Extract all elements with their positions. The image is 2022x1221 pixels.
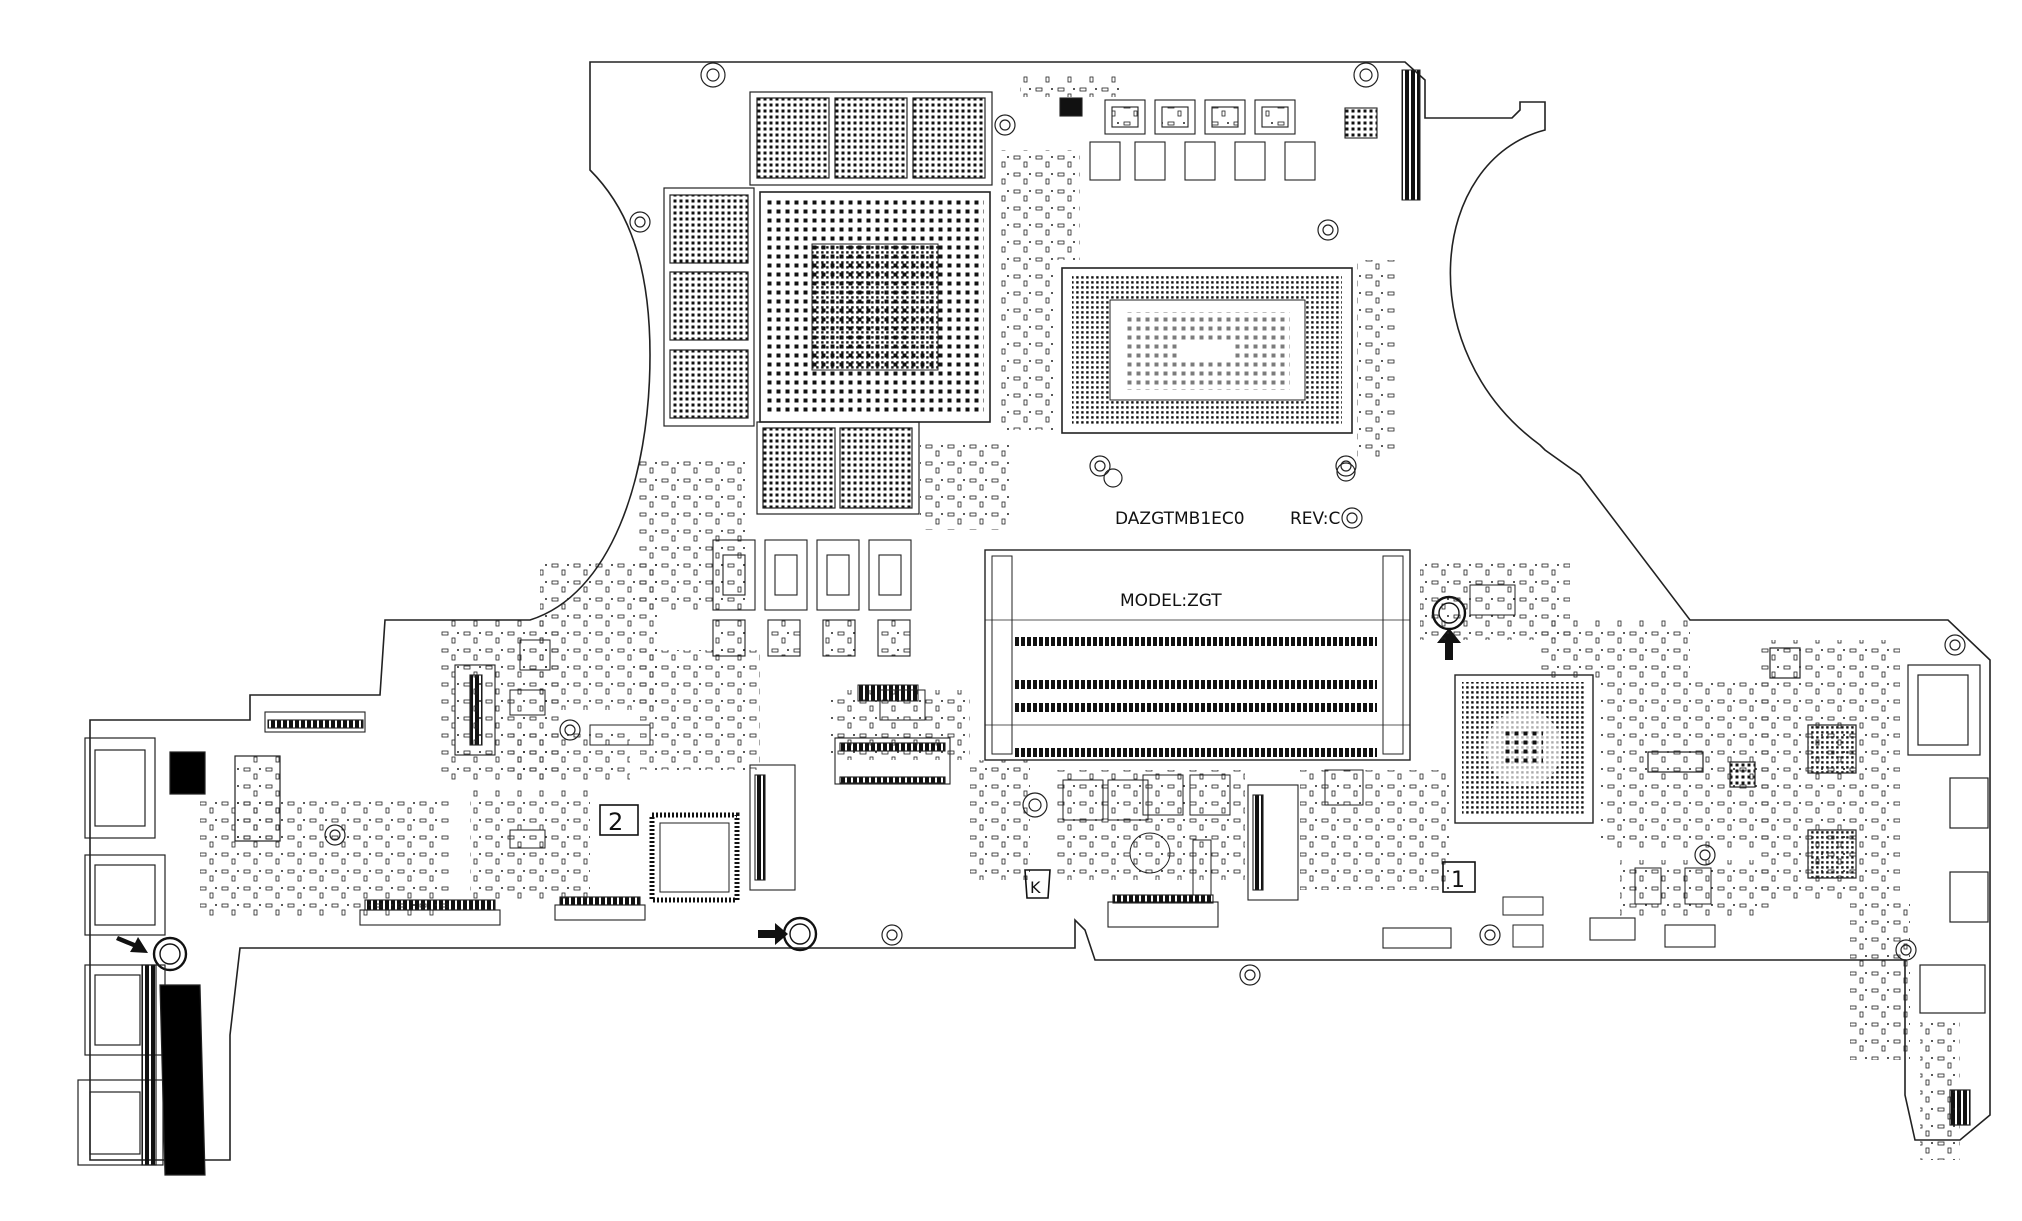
connector-icon (1589, 917, 1636, 941)
mounting-hole-icon (1089, 455, 1111, 477)
mounting-hole-icon (1239, 964, 1261, 986)
mounting-hole-icon (881, 924, 903, 946)
mounting-hole-icon (1317, 219, 1339, 241)
bga-chip-icon (756, 97, 830, 179)
bga-chip-icon (912, 97, 986, 179)
arrow-icon (116, 936, 148, 953)
marker-k: K (1030, 878, 1041, 897)
mounting-hole-icon (1479, 924, 1501, 946)
dimm-slot-icon (984, 549, 1411, 761)
arrow-icon (758, 923, 788, 945)
mounting-hole-icon (994, 114, 1016, 136)
usb-port-icon (1949, 871, 1989, 923)
dimm-slots (984, 549, 1411, 761)
connector-icon (554, 904, 646, 921)
mounting-hole-icon (782, 916, 818, 952)
bga-chip-icon (669, 194, 749, 264)
mounting-hole-icon (1335, 455, 1357, 477)
connector-icon (264, 711, 366, 733)
bga-chip-icon (834, 97, 908, 179)
connector-icon (1401, 69, 1421, 201)
vrm-top (1059, 97, 1378, 181)
mounting-hole-icon (152, 936, 188, 972)
pch-bga (1454, 674, 1594, 824)
usb-port-icon (77, 1079, 164, 1166)
gpu-bga (759, 191, 991, 423)
model-label: MODEL:ZGT (1120, 591, 1222, 611)
connector-icon (1382, 927, 1452, 949)
mounting-hole-icon (700, 62, 726, 88)
board-outline (89, 61, 1991, 1161)
bga-chip-icon (669, 271, 749, 341)
connector-icon (749, 764, 796, 891)
vram-top-row (749, 91, 993, 186)
mounting-hole-icon (1336, 462, 1356, 482)
usb-port-icon (1919, 964, 1986, 1014)
mounting-hole-icon (629, 211, 651, 233)
small-parts (509, 584, 1712, 948)
marker-two: 2 (608, 808, 623, 836)
bga-chip-icon (839, 427, 913, 509)
connector-icon (1664, 924, 1716, 948)
smt-components (200, 75, 1960, 1160)
usb-port-icon (84, 854, 166, 936)
connector-icon (1107, 901, 1219, 928)
mounting-hole-icon (1353, 62, 1379, 88)
mounting-hole-icon (1103, 468, 1123, 488)
ec-chip (649, 812, 740, 903)
marker-boxes (599, 804, 1476, 899)
revision-label: REV:C (1290, 509, 1340, 529)
vram-bottom-row (756, 421, 920, 515)
usb-port-icon (1949, 777, 1989, 829)
cpu-bga (1061, 267, 1353, 434)
vram-left-column (663, 187, 755, 427)
usb-port-icon (1907, 664, 1981, 756)
usb-port-icon (84, 737, 156, 839)
part-number-label: DAZGTMB1EC0 (1115, 509, 1245, 529)
bga-chip-icon (762, 427, 836, 509)
bga-chip-icon (669, 349, 749, 419)
connector-icon (1247, 784, 1299, 901)
mounting-hole-icon (1944, 634, 1966, 656)
mounting-hole-icon (1341, 507, 1363, 529)
marker-one: 1 (1451, 868, 1465, 893)
